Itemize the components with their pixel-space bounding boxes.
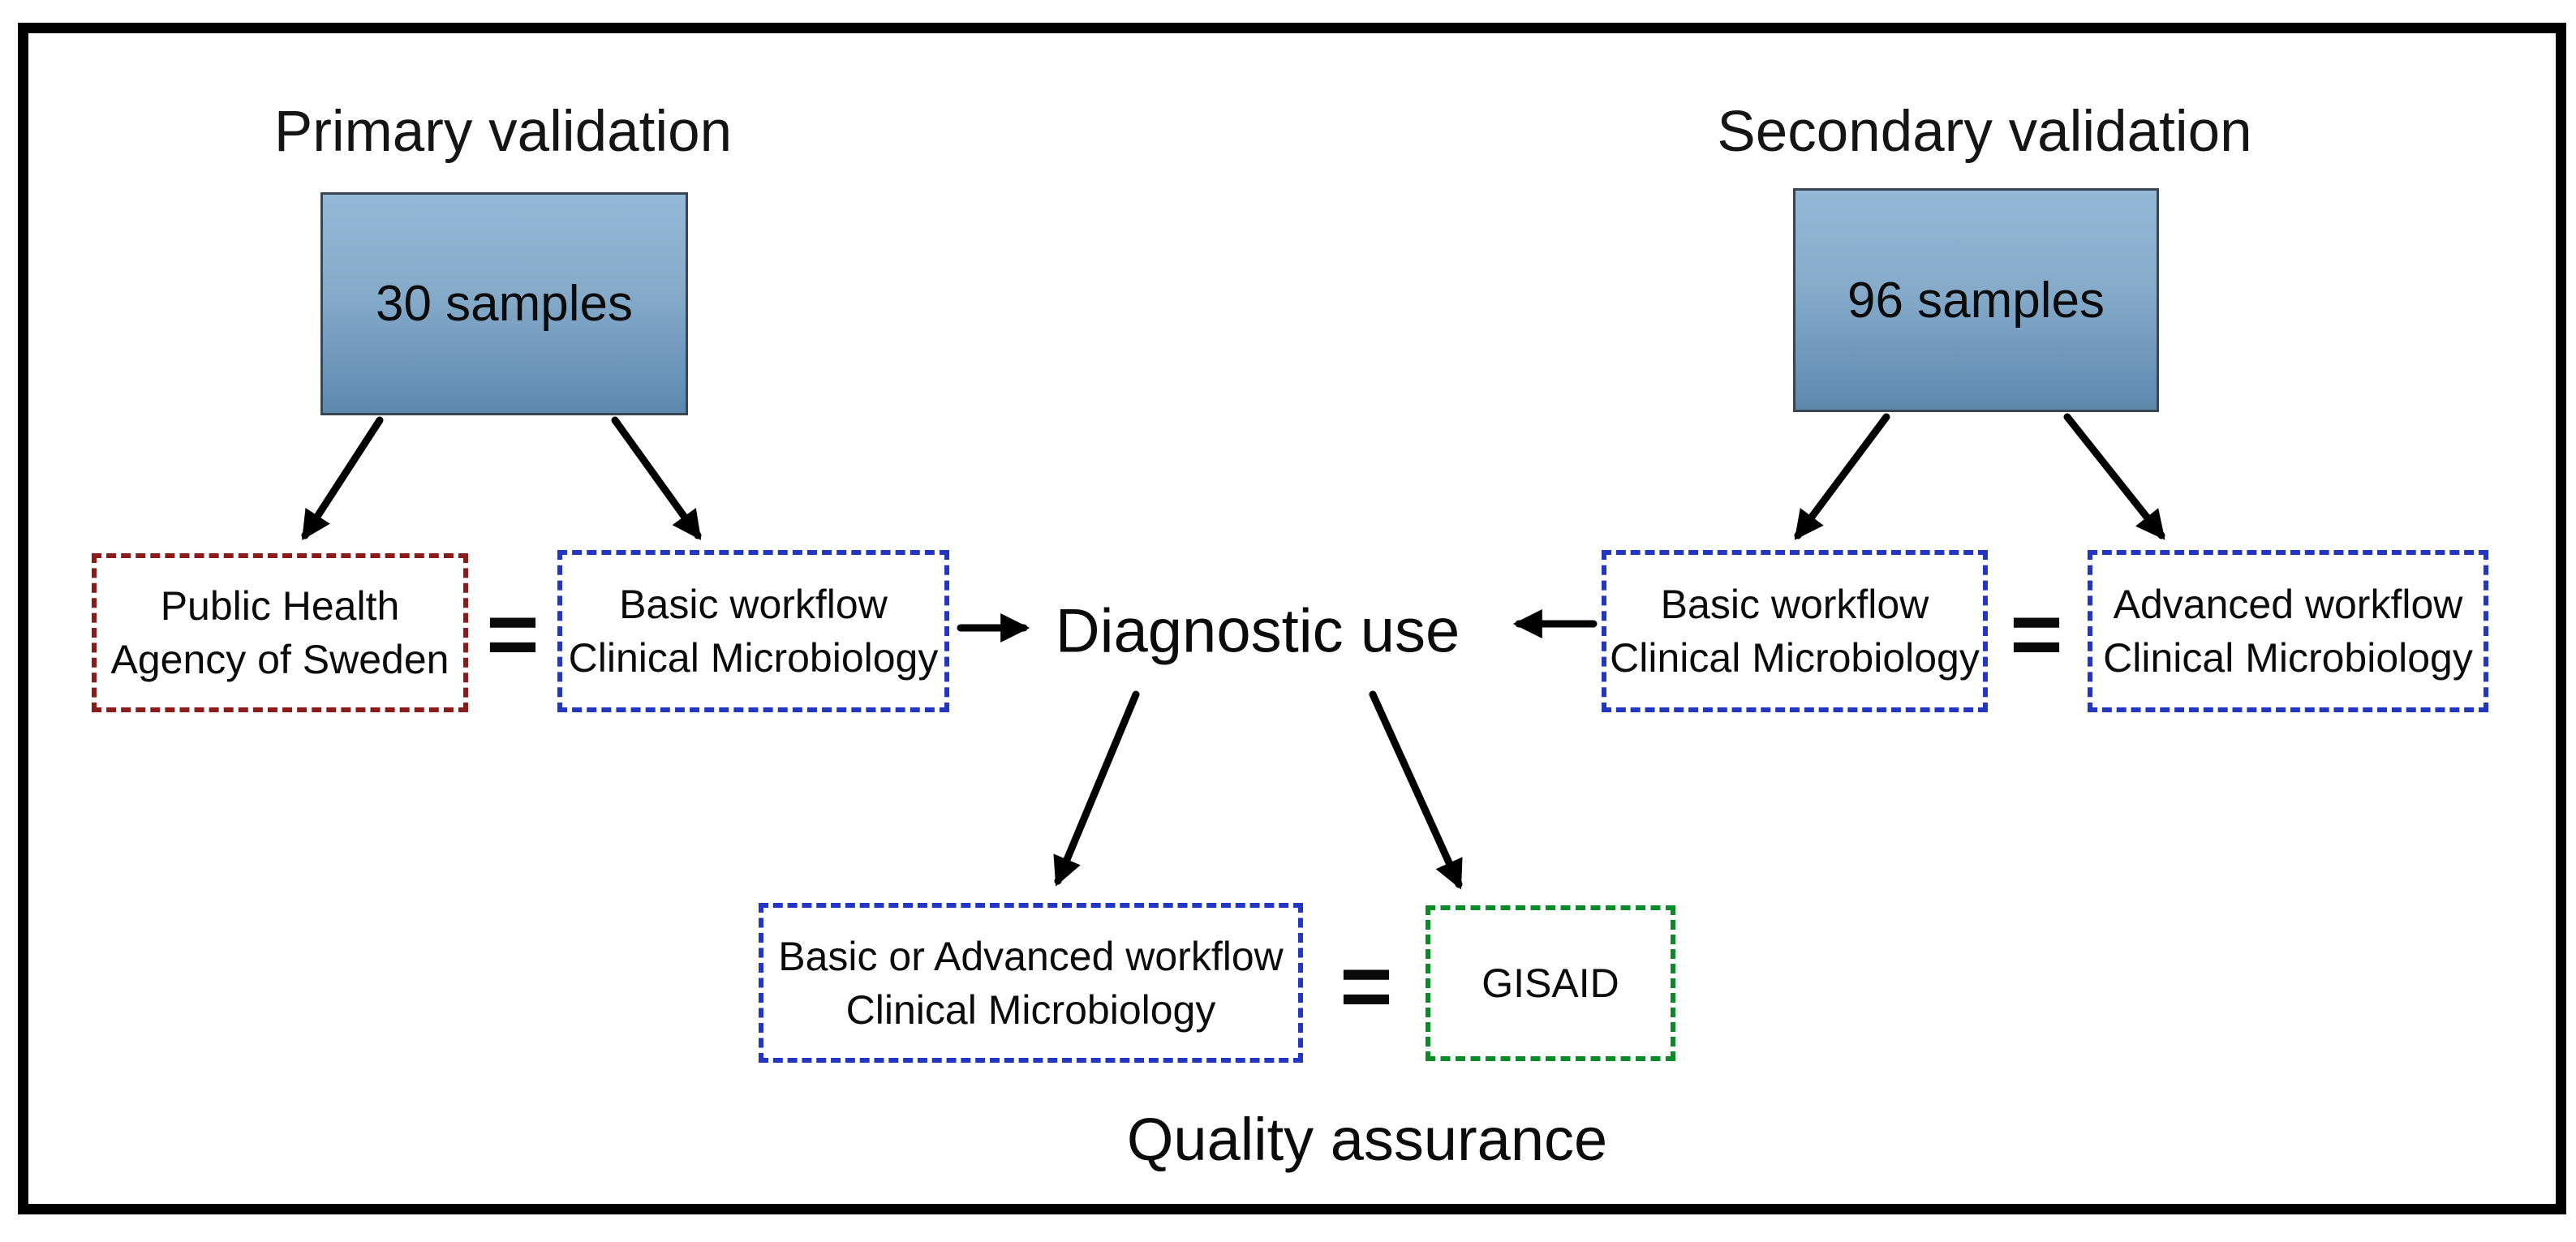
basic-adv-line2: Clinical Microbiology [845, 986, 1216, 1033]
gisaid-label: GISAID [1482, 961, 1619, 1006]
basic-adv-line1: Basic or Advanced workflow [778, 933, 1284, 979]
basic-right-line2: Clinical Microbiology [1610, 635, 1980, 681]
equals-sign-right: = [2010, 583, 2063, 685]
equals-sign-left: = [486, 583, 540, 685]
basic-workflow-right-box: Basic workflow Clinical Microbiology [1602, 550, 1988, 712]
samples-30-label: 30 samples [375, 276, 634, 332]
phas-line1: Public Health [160, 583, 400, 629]
samples-96-box: 96 samples [1793, 188, 2159, 412]
public-health-agency-box: Public Health Agency of Sweden [92, 553, 468, 712]
basic-left-line1: Basic workflow [619, 582, 888, 627]
basic-or-advanced-workflow-box: Basic or Advanced workflow Clinical Micr… [759, 903, 1303, 1063]
quality-assurance-label: Quality assurance [1126, 1106, 1608, 1173]
diagnostic-use-label: Diagnostic use [1055, 596, 1460, 666]
secondary-validation-title: Secondary validation [1717, 100, 2252, 164]
primary-validation-title: Primary validation [273, 100, 733, 164]
basic-right-line1: Basic workflow [1660, 582, 1929, 627]
equals-sign-bottom: = [1340, 935, 1393, 1037]
advanced-line2: Clinical Microbiology [2103, 635, 2473, 681]
gisaid-box: GISAID [1426, 905, 1675, 1061]
samples-30-box: 30 samples [320, 192, 688, 415]
basic-workflow-left-box: Basic workflow Clinical Microbiology [557, 550, 949, 712]
samples-96-label: 96 samples [1847, 272, 2105, 329]
phas-line2: Agency of Sweden [110, 637, 449, 682]
advanced-line1: Advanced workflow [2113, 582, 2463, 627]
basic-left-line2: Clinical Microbiology [568, 635, 939, 681]
diagram-frame [18, 23, 2566, 1214]
advanced-workflow-box: Advanced workflow Clinical Microbiology [2088, 550, 2488, 712]
